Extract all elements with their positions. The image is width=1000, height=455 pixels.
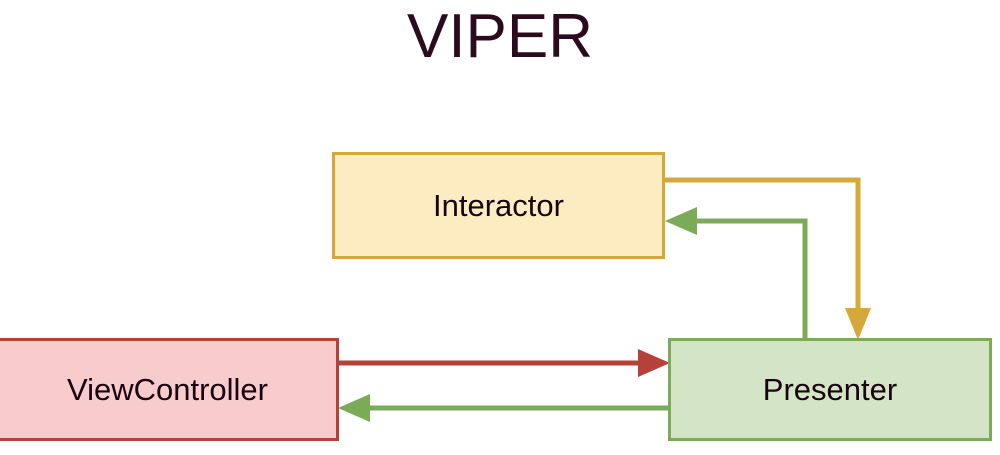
- edge-presenter-to-interactor: [665, 207, 808, 340]
- edge-viewcontroller-to-presenter: [339, 349, 670, 377]
- node-presenter-label: Presenter: [762, 371, 898, 407]
- edge-interactor-to-presenter: [665, 177, 871, 340]
- arrowhead-right-into-presenter: [638, 349, 670, 377]
- node-viewcontroller-label: ViewController: [66, 371, 268, 407]
- edge-presenter-to-viewcontroller: [338, 394, 668, 422]
- arrowhead-down-into-presenter: [845, 308, 871, 340]
- edge-line-interactor-to-presenter: [665, 177, 861, 322]
- arrowhead-left-into-viewcontroller: [338, 394, 370, 422]
- page-title: VIPER: [406, 2, 594, 71]
- edge-line-presenter-to-interactor: [692, 218, 808, 340]
- node-viewcontroller[interactable]: ViewController: [0, 338, 339, 441]
- node-interactor[interactable]: Interactor: [332, 152, 665, 259]
- node-presenter[interactable]: Presenter: [668, 338, 992, 441]
- arrowhead-left-into-interactor: [665, 207, 697, 235]
- node-interactor-label: Interactor: [433, 187, 564, 223]
